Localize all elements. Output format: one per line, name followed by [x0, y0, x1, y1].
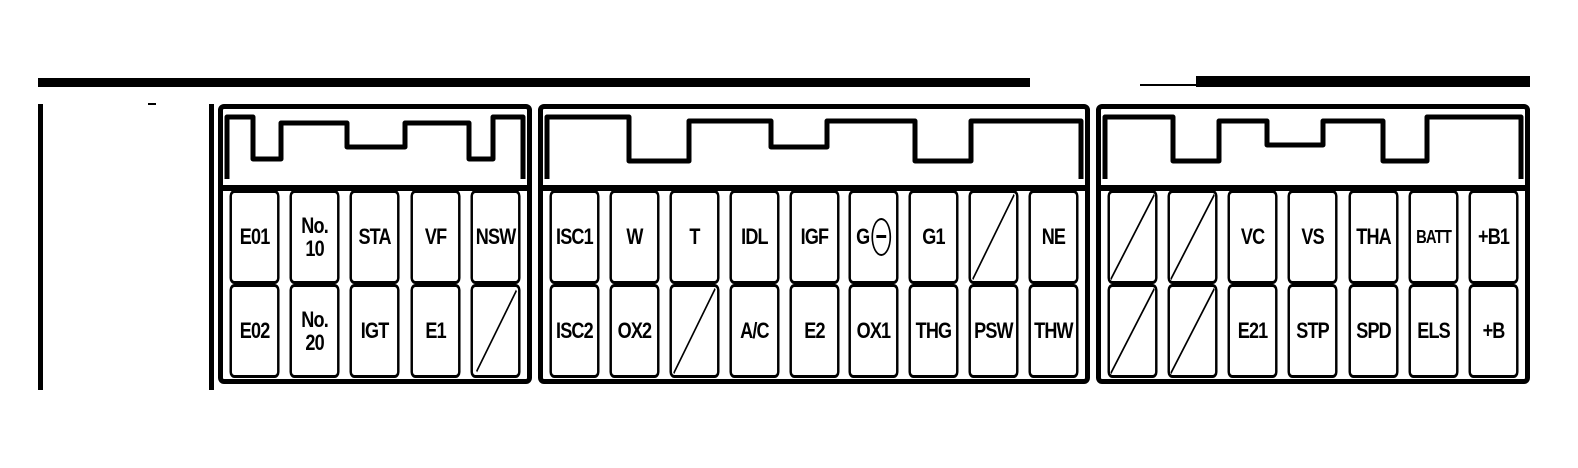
circled-minus-icon — [871, 218, 892, 256]
terminal-OX1: OX1 — [848, 284, 899, 378]
top-rule-right — [1196, 76, 1530, 87]
terminal-IGF: IGF — [789, 190, 839, 284]
connector-2-grid: ISC1 W T IDL IGF G G1 NE ISC2 OX2 A/C E2… — [547, 190, 1081, 378]
terminal-VF: VF — [410, 190, 461, 284]
terminal-VS: VS — [1287, 190, 1339, 284]
terminal-THA: THA — [1348, 190, 1399, 284]
terminal-unused-slash-icon — [1167, 284, 1218, 378]
terminal-ELS: ELS — [1408, 284, 1459, 378]
terminal-A-C: A/C — [729, 284, 780, 378]
terminal-unused-slash-icon — [968, 190, 1019, 284]
terminal-unused-slash-icon — [1167, 190, 1218, 284]
terminal-B1: +B1 — [1468, 190, 1519, 284]
top-rule-left — [38, 78, 1030, 87]
terminal-ISC1: ISC1 — [549, 190, 600, 284]
connector-1-key-header — [223, 109, 527, 185]
terminal-E21: E21 — [1227, 284, 1278, 378]
divider-bar — [209, 104, 214, 390]
connector-1-grid: E01 No. 10 STA VF NSW E02 No. 20 IGT E1 — [227, 190, 523, 378]
terminal-SPD: SPD — [1348, 284, 1399, 378]
tick-mark — [148, 103, 156, 105]
terminal-IGT: IGT — [349, 284, 401, 378]
terminal-B: +B — [1468, 284, 1519, 378]
connector-3-separator — [1099, 185, 1527, 191]
terminal-unused-slash-icon — [1107, 190, 1158, 284]
connector-2-row-1: ISC1 W T IDL IGF G G1 NE — [547, 190, 1081, 284]
terminal-E1: E1 — [410, 284, 461, 378]
terminal-E2: E2 — [789, 284, 839, 378]
terminal-OX2: OX2 — [609, 284, 660, 378]
keying-notch-outline — [224, 114, 526, 179]
connector-2-key-header — [543, 109, 1085, 185]
terminal-G-label: G — [856, 224, 871, 250]
terminal-T: T — [669, 190, 720, 284]
terminal-PSW: PSW — [968, 284, 1019, 378]
connector-1-row-1: E01 No. 10 STA VF NSW — [227, 190, 523, 284]
connector-1-row-2: E02 No. 20 IGT E1 — [227, 284, 523, 378]
connector-3-row-1: VC VS THA BATT +B1 — [1105, 190, 1521, 284]
terminal-E02: E02 — [229, 284, 280, 378]
terminal-No20: No. 20 — [289, 284, 340, 378]
terminal-unused-slash-icon — [669, 284, 720, 378]
connector-2-separator — [541, 185, 1087, 191]
connector-3-row-2: E21 STP SPD ELS +B — [1105, 284, 1521, 378]
terminal-G-minus: G — [848, 190, 899, 284]
connector-1-separator — [221, 185, 529, 191]
terminal-unused-slash-icon — [470, 284, 521, 378]
keying-notch-outline — [544, 114, 1084, 179]
terminal-STA: STA — [349, 190, 401, 284]
terminal-NE: NE — [1028, 190, 1079, 284]
terminal-W: W — [609, 190, 660, 284]
connector-2-row-2: ISC2 OX2 A/C E2 OX1 THG PSW THW — [547, 284, 1081, 378]
terminal-NSW: NSW — [470, 190, 521, 284]
terminal-THW: THW — [1028, 284, 1079, 378]
terminal-No10: No. 10 — [289, 190, 340, 284]
connector-3-key-header — [1101, 109, 1525, 185]
left-border-bar — [38, 104, 43, 390]
terminal-VC: VC — [1227, 190, 1278, 284]
terminal-G1: G1 — [908, 190, 959, 284]
terminal-unused-slash-icon — [1107, 284, 1158, 378]
terminal-E01: E01 — [229, 190, 280, 284]
terminal-ISC2: ISC2 — [549, 284, 600, 378]
top-rule-thin — [1140, 84, 1200, 86]
keying-notch-outline — [1102, 114, 1524, 179]
terminal-BATT: BATT — [1408, 190, 1459, 284]
connector-1: E01 No. 10 STA VF NSW E02 No. 20 IGT E1 — [218, 104, 532, 384]
connector-3-grid: VC VS THA BATT +B1 E21 STP SPD ELS +B — [1105, 190, 1521, 378]
connector-3: VC VS THA BATT +B1 E21 STP SPD ELS +B — [1096, 104, 1530, 384]
connector-2: ISC1 W T IDL IGF G G1 NE ISC2 OX2 A/C E2… — [538, 104, 1090, 384]
terminal-IDL: IDL — [729, 190, 780, 284]
terminal-THG: THG — [908, 284, 959, 378]
terminal-STP: STP — [1287, 284, 1339, 378]
